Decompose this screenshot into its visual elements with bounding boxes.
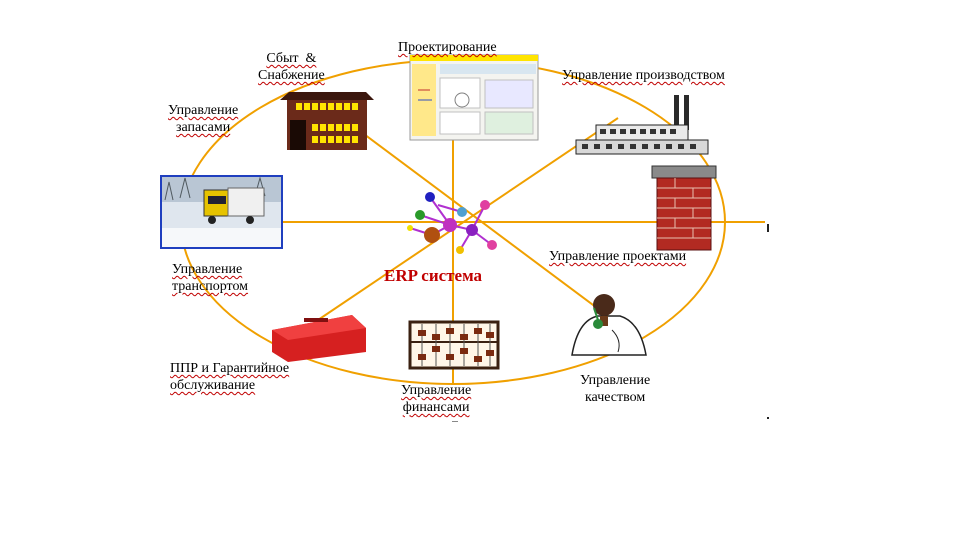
building-icon (280, 92, 374, 150)
label-projects: Управление проектами (549, 249, 687, 264)
marker-dash (767, 224, 769, 232)
label-maintenance: ППР и Гарантийное обслуживание (170, 361, 290, 393)
label-transport: Управление транспортом (172, 262, 249, 294)
toolbox-icon (272, 315, 366, 362)
marker-dot-small (452, 421, 458, 422)
abacus-icon (408, 320, 500, 370)
label-design: Проектирование (398, 40, 497, 55)
software-screen-icon (409, 54, 539, 141)
molecule-icon (407, 192, 497, 254)
marker-dot (767, 417, 769, 419)
scientist-icon (571, 294, 647, 356)
label-production: Управление производством (562, 68, 725, 83)
erp-center-label: ERP система (384, 266, 483, 285)
chimney-icon (651, 165, 717, 251)
label-inventory: Управление запасами (168, 103, 239, 135)
label-sales-supply: Сбыт & Снабжение (258, 51, 325, 83)
factory-icon (575, 95, 709, 155)
truck-photo-icon (160, 175, 283, 249)
label-quality: Управление качеством (580, 373, 651, 405)
label-finance: Управление финансами (401, 383, 472, 415)
